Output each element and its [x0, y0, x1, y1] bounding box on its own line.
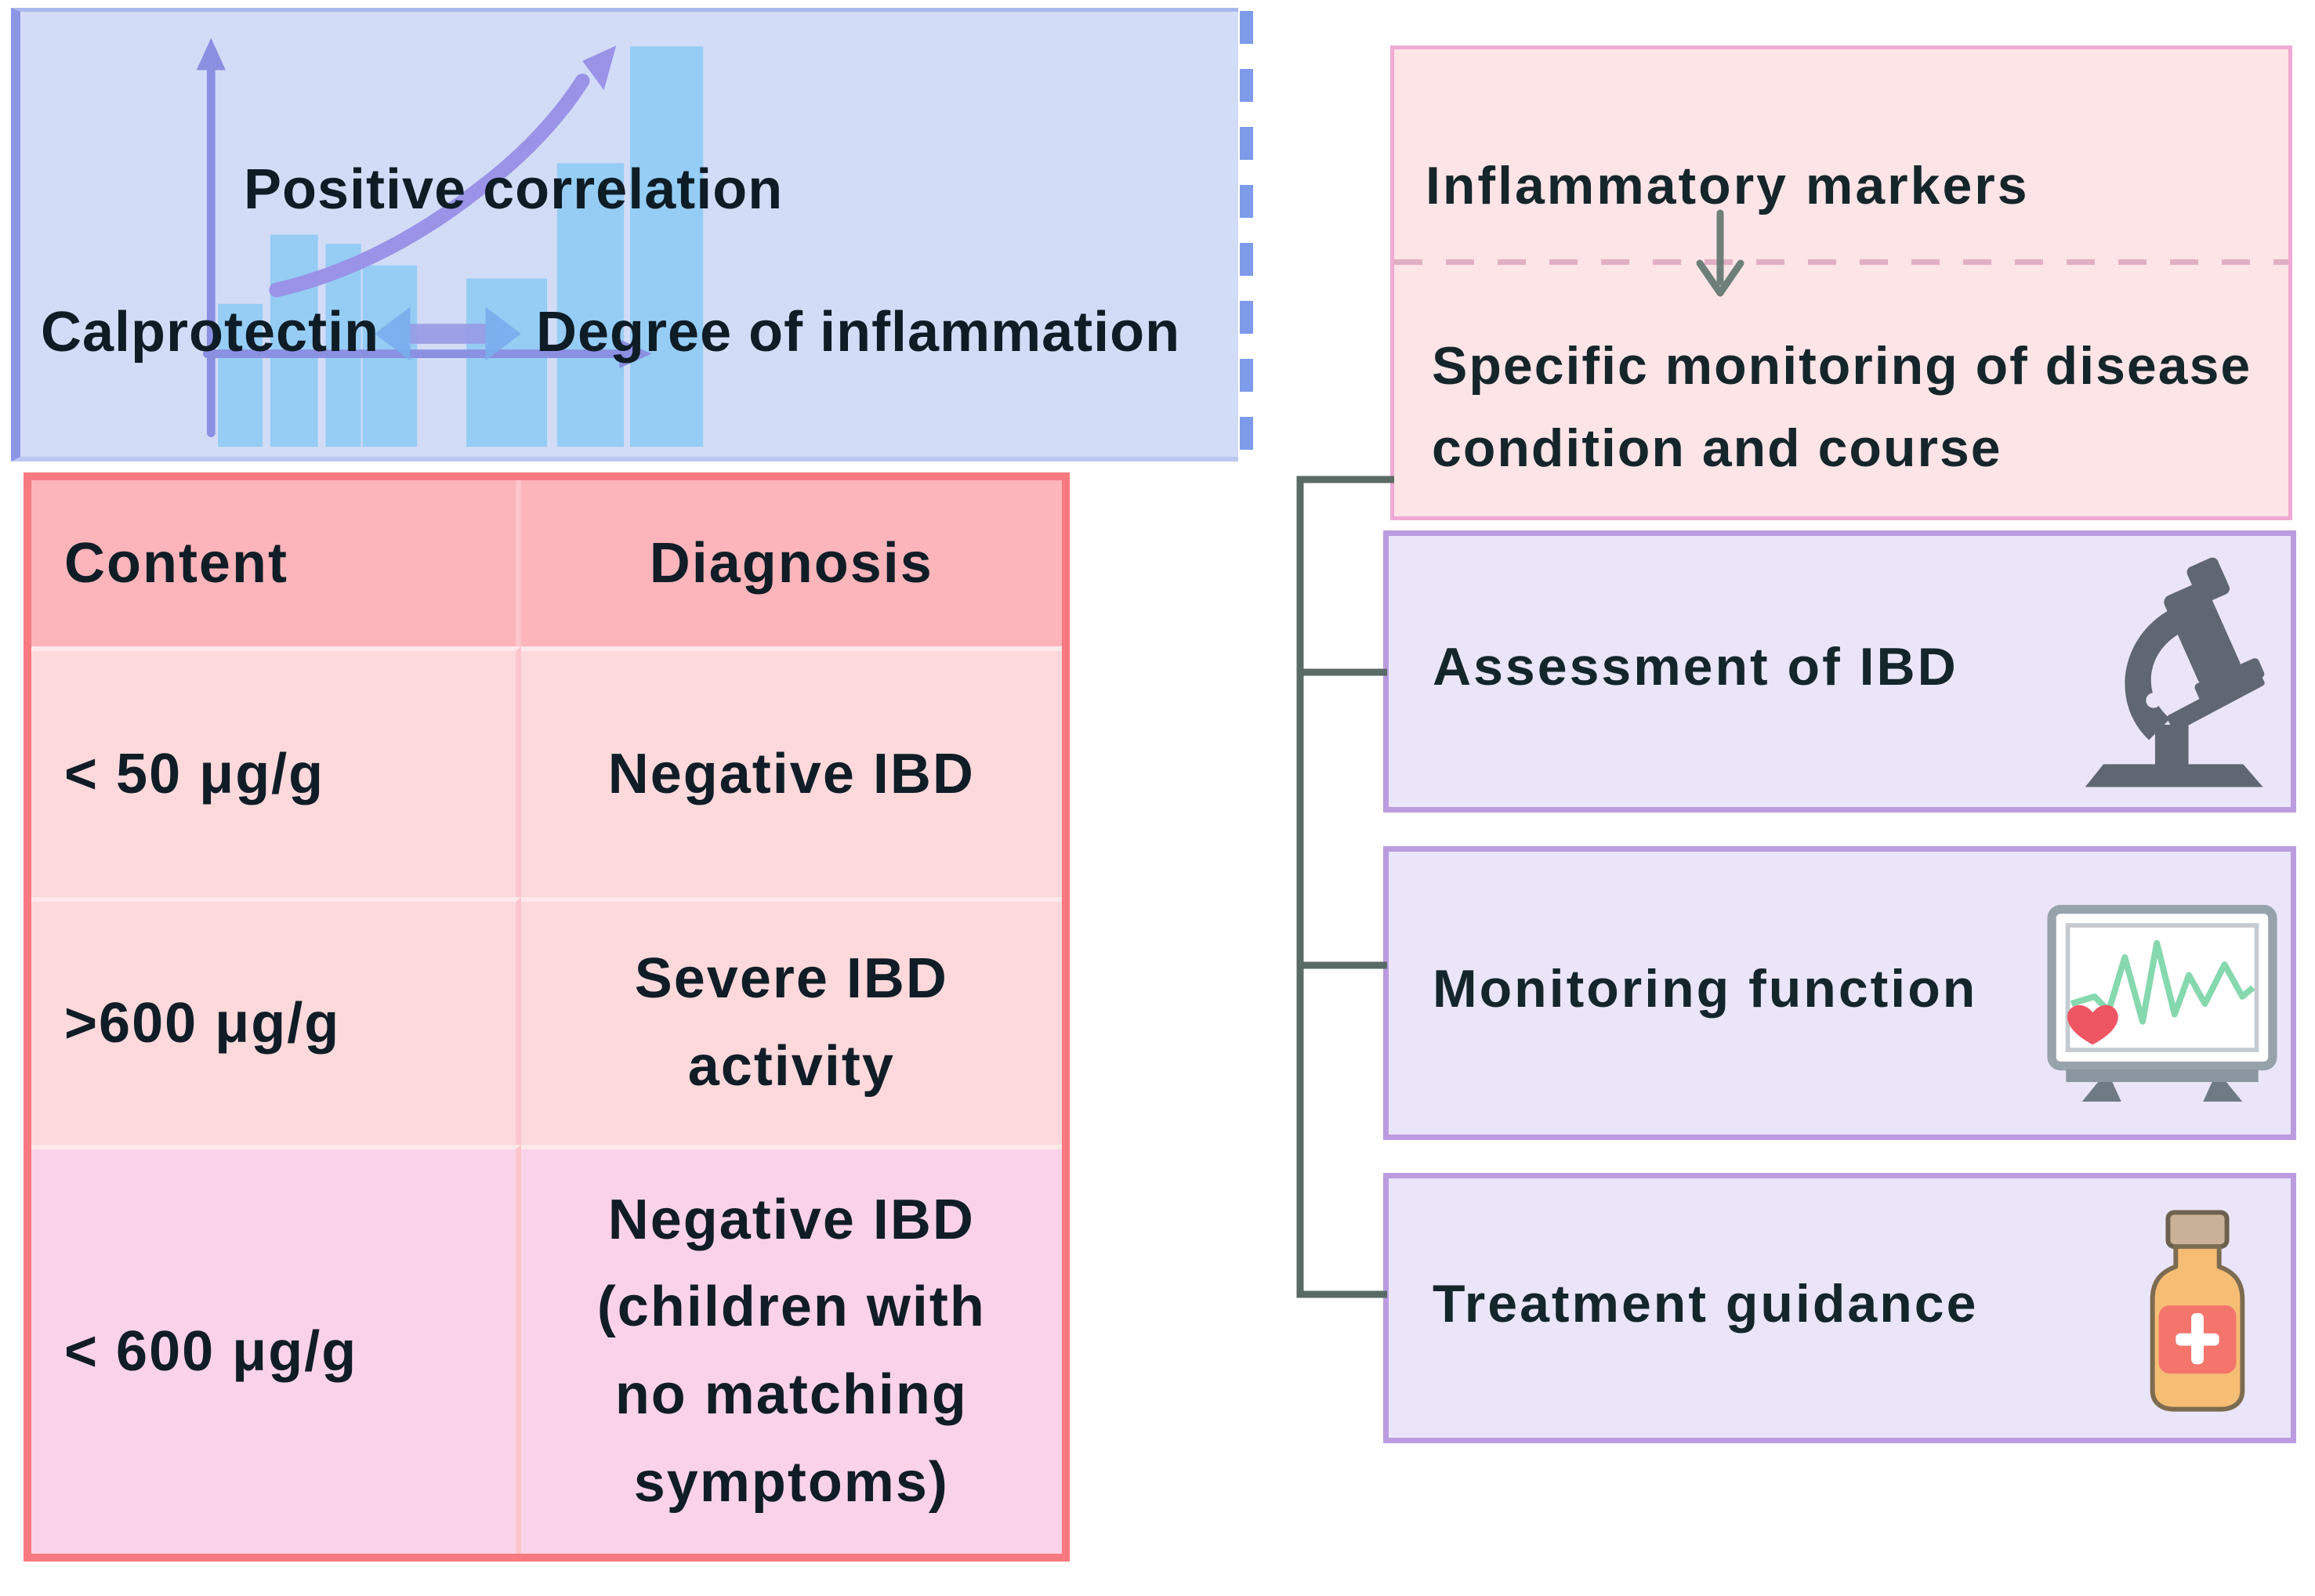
assessment-box: Assessment of IBD: [1383, 530, 2296, 812]
table-row-diagnosis: Negative IBD (children with no matching …: [520, 1145, 1062, 1554]
monitoring-label: Monitoring function: [1433, 958, 1978, 1019]
treatment-label: Treatment guidance: [1433, 1273, 1979, 1334]
heart-monitor-icon: [2045, 899, 2280, 1109]
positive-correlation-label: Positive correlation: [244, 158, 784, 221]
monitoring-box: Monitoring function: [1383, 846, 2296, 1140]
chart-bar: [556, 163, 625, 447]
chart-bar: [218, 303, 263, 447]
chart-bar: [629, 46, 704, 447]
table-row-diagnosis: Severe IBD activity: [520, 897, 1062, 1145]
table-header-content: Content: [31, 480, 521, 646]
inflammatory-markers-label: Inflammatory markers: [1426, 156, 2030, 215]
degree-of-inflammation-label: Degree of inflammation: [536, 301, 1181, 364]
table-row-content: < 50 μg/g: [31, 646, 521, 897]
table-row-content: < 600 μg/g: [31, 1145, 521, 1554]
panel-dashed-border: [1240, 11, 1253, 459]
calprotectin-table: Content Diagnosis < 50 μg/g Negative IBD…: [24, 472, 1070, 1562]
table-row-content: >600 μg/g: [31, 897, 521, 1145]
microscope-icon: [2079, 541, 2277, 809]
assessment-label: Assessment of IBD: [1433, 636, 1958, 697]
dashed-divider: [1394, 259, 2288, 265]
inflammatory-markers-box: Inflammatory markers Specific monitoring…: [1390, 45, 2292, 520]
treatment-box: Treatment guidance: [1383, 1173, 2296, 1443]
chart-bars: [218, 46, 704, 447]
double-arrow-icon: [375, 306, 521, 361]
chart-bar: [270, 234, 318, 447]
bar-chart: [196, 38, 704, 447]
x-axis-icon: [203, 338, 652, 369]
y-axis-icon: [196, 38, 226, 437]
specific-monitoring-label: Specific monitoring of disease condition…: [1432, 336, 2252, 479]
table-row-diagnosis: Negative IBD: [520, 646, 1062, 897]
correlation-panel: Positive correlation Calprotectin Degree…: [11, 8, 1238, 461]
calprotectin-label: Calprotectin: [41, 301, 380, 364]
medicine-bottle-icon: [2128, 1205, 2267, 1418]
rising-curve-arrow-icon: [269, 45, 617, 298]
bracket-connector-icon: [1296, 476, 1394, 1298]
table-header-diagnosis: Diagnosis: [520, 480, 1062, 646]
chart-bar: [466, 278, 548, 447]
